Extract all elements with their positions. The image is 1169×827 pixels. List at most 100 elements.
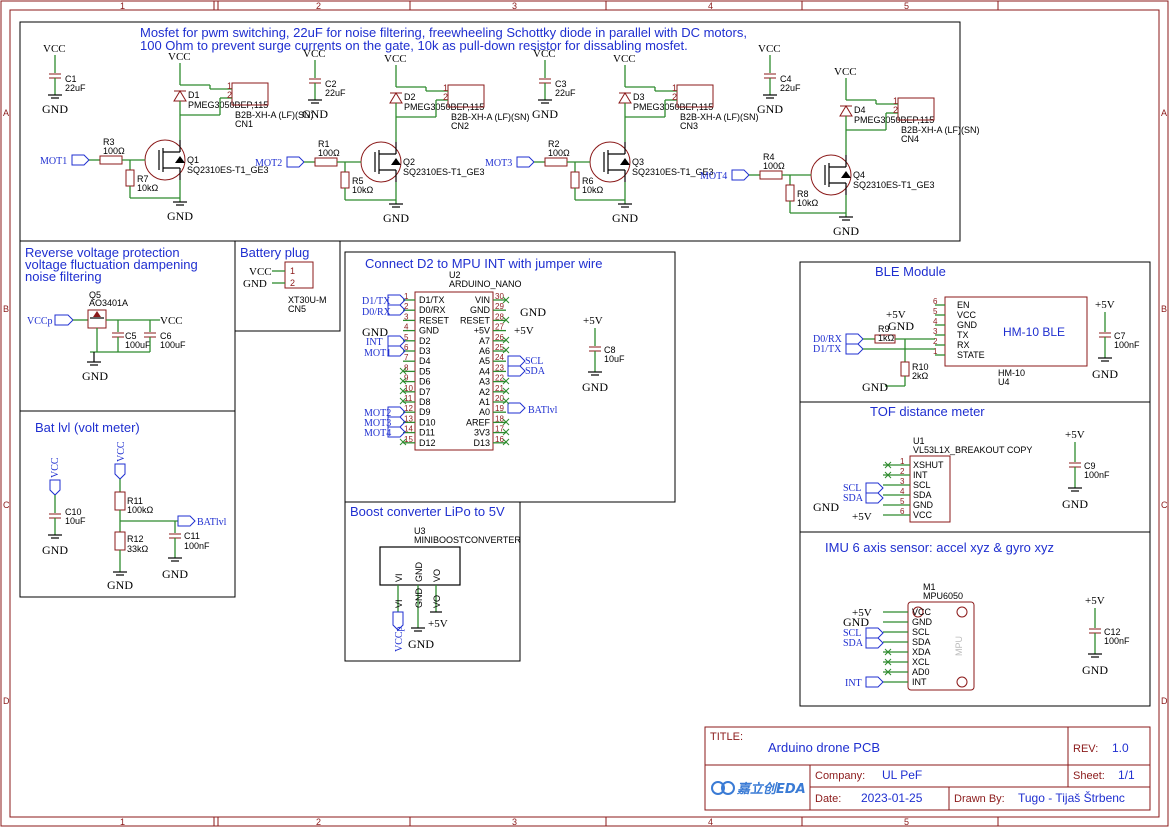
ble-pin-name-6: EN	[957, 300, 970, 310]
nano-rpin-num-25: 25	[495, 343, 504, 352]
vcc-bat: VCC	[249, 266, 272, 278]
cn-pin1-4: 1	[893, 96, 898, 106]
nano-rpin-num-19: 19	[495, 404, 504, 413]
cap-val-3: 22uF	[555, 88, 576, 98]
c10-ref: C10	[65, 507, 82, 517]
q-part-4: SQ2310ES-T1_GE3	[853, 180, 935, 190]
q5-part: AO3401A	[89, 298, 128, 308]
boost-pin-vo: VO	[432, 569, 442, 582]
cn-pin2-3: 2	[672, 92, 677, 102]
tof-pin-num-4: 4	[900, 487, 905, 496]
grid-row-right-2: C	[1161, 500, 1168, 510]
vcc-cap-2: VCC	[303, 48, 326, 60]
cap-ref-1: C1	[65, 74, 77, 84]
cn-pin2-1: 2	[227, 90, 232, 100]
grid-col-top-5: 5	[904, 1, 909, 11]
nano-rpin-num-29: 29	[495, 302, 504, 311]
boost-ref: U3	[414, 526, 426, 536]
boost-gnd: GND	[408, 637, 434, 651]
imu-pin-xcl: XCL	[883, 657, 930, 667]
nano-c8: +5V C8 10uF GND	[582, 315, 625, 394]
diode-part-3: PMEG3050BEP,115	[633, 102, 713, 112]
ble-pin-num-6: 6	[933, 297, 938, 306]
nano-lpin-num-14: 14	[404, 425, 413, 434]
grid-col-bot-4: 4	[708, 817, 713, 827]
nano-lpin-num-12: 12	[404, 404, 413, 413]
nano-rpin-name-17: 3V3	[474, 428, 490, 438]
c12-val: 100nF	[1104, 636, 1130, 646]
imu-sda: SDA	[843, 638, 864, 649]
tb-rev: 1.0	[1112, 741, 1129, 755]
tof-pin-num-5: 5	[900, 497, 905, 506]
nano-rpin-name-18: AREF	[466, 417, 491, 427]
nano-lpin-name-5: D2	[419, 336, 431, 346]
cn-pin1-2: 1	[443, 83, 448, 93]
nano-lpin-num-7: 7	[404, 353, 409, 362]
tof-pin-num-1: 1	[900, 457, 905, 466]
rg-val-4: 100Ω	[763, 161, 785, 171]
ble-pin-name-3: TX	[957, 330, 969, 340]
ble-title: BLE Module	[875, 264, 946, 279]
imu-chip	[907, 601, 975, 691]
cn-ref-1: CN1	[235, 119, 253, 129]
title-block: TITLE: Arduino drone PCB REV: 1.0 Compan…	[704, 726, 1151, 811]
cn-pin1-3: 1	[672, 83, 677, 93]
c7-5v: +5V	[1095, 299, 1115, 311]
diode-ref-1: D1	[188, 90, 200, 100]
vcc-diode-4: VCC	[834, 66, 857, 78]
nano-lpin-name-14: D11	[419, 428, 435, 438]
tof-pin-num-3: 3	[900, 477, 905, 486]
rpd-val-3: 10kΩ	[582, 185, 604, 195]
rev-prot-title-3: noise filtering	[25, 269, 102, 284]
cn-part-3: B2B-XH-A (LF)(SN)	[680, 112, 759, 122]
grid-col-top-3: 3	[512, 1, 517, 11]
gnd-q-3: GND	[612, 211, 638, 225]
imu-part: MPU6050	[923, 591, 963, 601]
nano-net-left-2: INT	[366, 337, 383, 348]
nano-lpin-name-4: GND	[419, 326, 440, 336]
boost-pin-vi: VI	[394, 573, 404, 582]
tof-pin-name-1: XSHUT	[913, 460, 944, 470]
rpd-ref-4: R8	[797, 189, 809, 199]
nano-rpin-num-18: 18	[495, 414, 504, 423]
nano-right-pin-27: 27+5V	[474, 323, 506, 336]
nano-gnd-left: GND	[362, 325, 388, 339]
cn-part-1: B2B-XH-A (LF)(SN)	[235, 110, 314, 120]
nano-lpin-num-2: 2	[404, 302, 409, 311]
mosfet-stage-2: VCCC222uFGNDVCCD2PMEG3050BEP,11512B2B-XH…	[255, 48, 530, 225]
nano-rpin-num-21: 21	[495, 384, 504, 393]
nano-rpin-name-19: A0	[479, 407, 490, 417]
tb-sheet: 1/1	[1118, 768, 1135, 782]
ble-pin-num-2: 2	[933, 337, 938, 346]
mosfet-stage-3: VCCC322uFGNDVCCD3PMEG3050BEP,11512B2B-XH…	[485, 48, 759, 225]
tof-title: TOF distance meter	[870, 404, 985, 419]
rpd-val-2: 10kΩ	[352, 185, 374, 195]
nano-lpin-name-12: D9	[419, 407, 431, 417]
nano-lpin-name-6: D3	[419, 346, 431, 356]
tof-pin-name-5: GND	[913, 500, 934, 510]
bat-part: XT30U-M	[288, 295, 327, 305]
battery-block	[234, 240, 341, 332]
tb-company: UL PeF	[882, 768, 922, 782]
cn-ref-4: CN4	[901, 134, 919, 144]
cap-ref-3: C3	[555, 79, 567, 89]
c8-5v: +5V	[583, 315, 603, 327]
boost-chip	[379, 546, 461, 586]
grid-col-bot-1: 1	[120, 817, 125, 827]
ble-pin-num-5: 5	[933, 307, 938, 316]
nano-lpin-name-15: D12	[419, 438, 436, 448]
imu-pin-ad0: AD0	[883, 667, 930, 677]
cn-part-4: B2B-XH-A (LF)(SN)	[901, 125, 980, 135]
mot-label-2: MOT2	[255, 158, 282, 169]
nano-ref: U2	[449, 270, 461, 280]
gnd-cap-3: GND	[532, 107, 558, 121]
imu-pin-int: INT	[883, 677, 927, 687]
boost-block	[344, 501, 521, 662]
